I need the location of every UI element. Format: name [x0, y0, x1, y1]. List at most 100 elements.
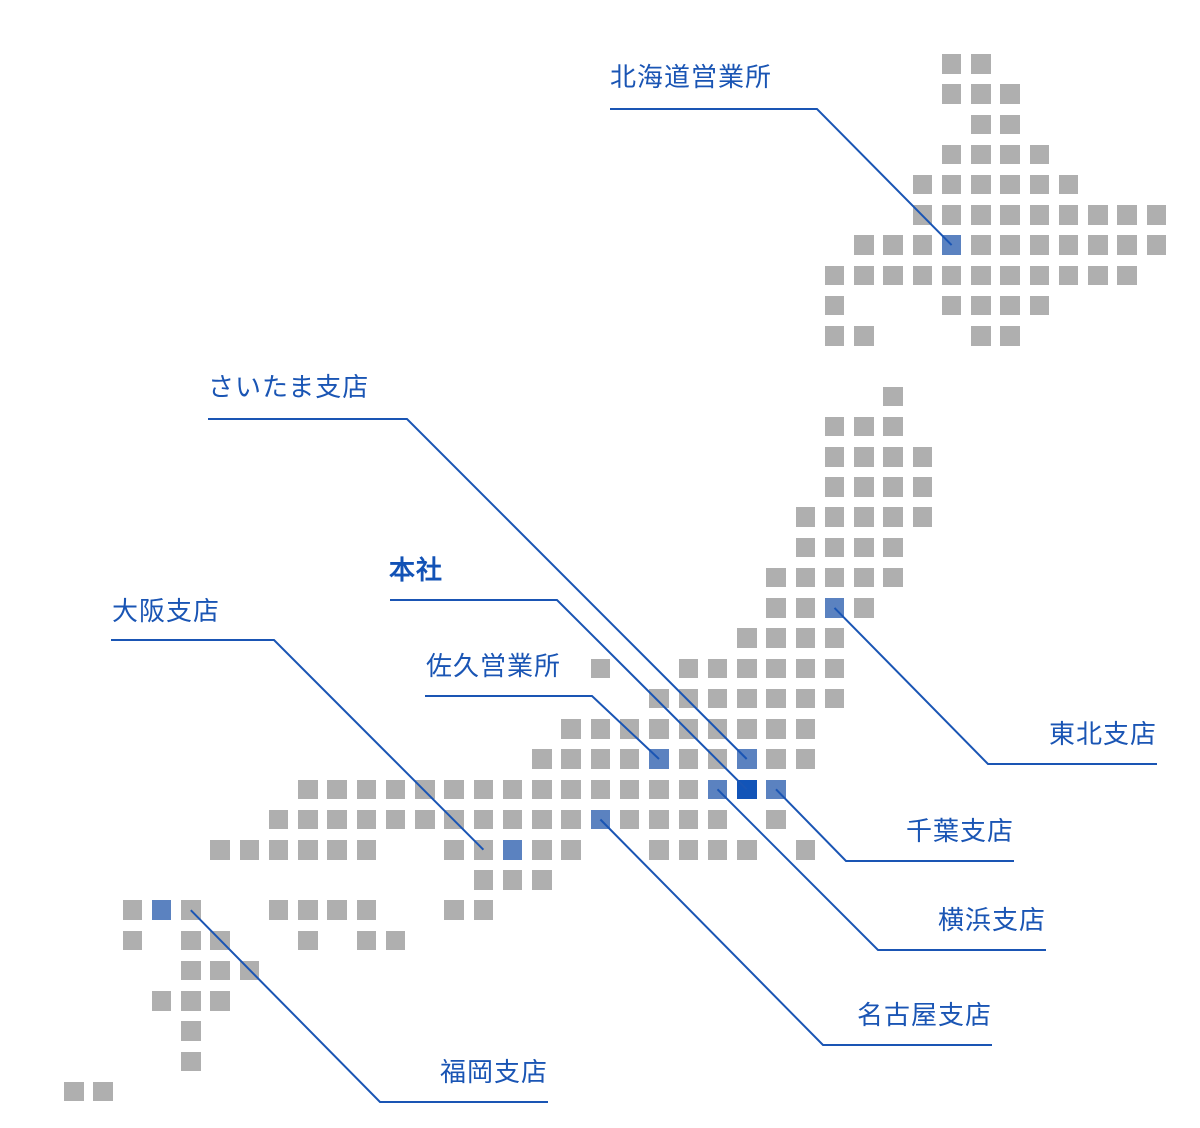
land-cell [883, 567, 903, 588]
office-marker[interactable] [941, 235, 962, 255]
land-cell [619, 779, 640, 799]
land-cell [444, 840, 464, 860]
land-cell [502, 779, 523, 799]
land-cell [619, 809, 640, 830]
land-cell [824, 295, 845, 316]
land-cell [298, 930, 318, 951]
land-cell [590, 658, 611, 679]
office-marker[interactable] [707, 779, 728, 799]
land-cell [1146, 235, 1167, 255]
land-cell [1117, 235, 1137, 255]
land-cell [1058, 265, 1079, 286]
land-cell [824, 326, 845, 346]
office-label-nagoya[interactable]: 名古屋支店 [856, 1001, 992, 1031]
land-cell [327, 840, 347, 860]
land-cell [473, 900, 494, 920]
land-cell [356, 930, 377, 951]
land-cell [1058, 235, 1079, 255]
land-cell [707, 749, 728, 769]
land-cell [912, 235, 932, 255]
land-cell [766, 688, 786, 709]
office-label-yokohama[interactable]: 横浜支店 [937, 906, 1046, 936]
land-cell [385, 809, 406, 830]
land-cell [415, 809, 435, 830]
office-label-hokkaido[interactable]: 北海道営業所 [610, 63, 773, 93]
land-cell [766, 809, 786, 830]
headquarters-marker[interactable] [737, 779, 757, 799]
land-cell [795, 567, 815, 588]
land-cell [298, 900, 318, 920]
land-cell [415, 779, 435, 799]
land-cell [678, 840, 698, 860]
land-cell [1000, 235, 1020, 255]
land-cell [912, 174, 932, 195]
land-cell [678, 809, 698, 830]
office-label-saku[interactable]: 佐久営業所 [426, 652, 562, 682]
land-cell [561, 840, 581, 860]
land-cell [854, 265, 874, 286]
land-cell [883, 537, 903, 558]
land-cell [854, 326, 874, 346]
land-cell [1146, 205, 1167, 225]
land-cell [824, 507, 845, 527]
land-cell [1000, 84, 1020, 104]
land-cell [1000, 265, 1020, 286]
land-cell [795, 628, 815, 648]
land-cell [1088, 205, 1108, 225]
land-cell [737, 840, 757, 860]
land-cell [1000, 114, 1020, 134]
land-cell [883, 235, 903, 255]
land-cell [356, 809, 377, 830]
land-cell [122, 900, 142, 920]
land-cell [971, 174, 991, 195]
office-marker[interactable] [737, 749, 757, 769]
land-cell [122, 930, 142, 951]
office-marker[interactable] [502, 840, 523, 860]
office-label-saitama[interactable]: さいたま支店 [208, 373, 370, 403]
land-cell [883, 447, 903, 467]
land-cell [268, 809, 289, 830]
land-cell [590, 779, 611, 799]
land-cell [737, 658, 757, 679]
land-cell [883, 416, 903, 437]
land-cell [854, 537, 874, 558]
land-cell [93, 1081, 113, 1102]
land-cell [971, 326, 991, 346]
land-cell [883, 477, 903, 497]
land-cell [795, 719, 815, 739]
land-cell [971, 114, 991, 134]
land-cell [444, 779, 464, 799]
land-cell [1000, 144, 1020, 165]
land-cell [737, 628, 757, 648]
land-cell [941, 295, 962, 316]
land-cell [941, 54, 962, 74]
land-cell [824, 567, 845, 588]
land-cell [210, 840, 230, 860]
land-cell [1029, 205, 1050, 225]
office-label-chiba[interactable]: 千葉支店 [905, 817, 1014, 847]
office-marker[interactable] [151, 900, 172, 920]
land-cell [473, 870, 494, 890]
land-cell [854, 567, 874, 588]
land-cell [912, 265, 932, 286]
land-cell [971, 265, 991, 286]
office-label-honsha[interactable]: 本社 [389, 556, 444, 586]
office-label-tohoku[interactable]: 東北支店 [1048, 720, 1157, 750]
land-cell [941, 265, 962, 286]
land-cell [327, 809, 347, 830]
office-label-osaka[interactable]: 大阪支店 [112, 597, 221, 627]
office-marker[interactable] [649, 749, 669, 769]
land-cell [941, 84, 962, 104]
land-cell [590, 719, 611, 739]
office-marker[interactable] [590, 809, 611, 830]
land-cell [795, 688, 815, 709]
land-cell [502, 870, 523, 890]
land-cell [1117, 205, 1137, 225]
land-cell [1117, 265, 1137, 286]
land-cell [824, 265, 845, 286]
land-cell [1088, 265, 1108, 286]
office-label-fukuoka[interactable]: 福岡支店 [439, 1058, 548, 1088]
office-marker[interactable] [766, 779, 786, 799]
office-marker[interactable] [824, 598, 845, 618]
